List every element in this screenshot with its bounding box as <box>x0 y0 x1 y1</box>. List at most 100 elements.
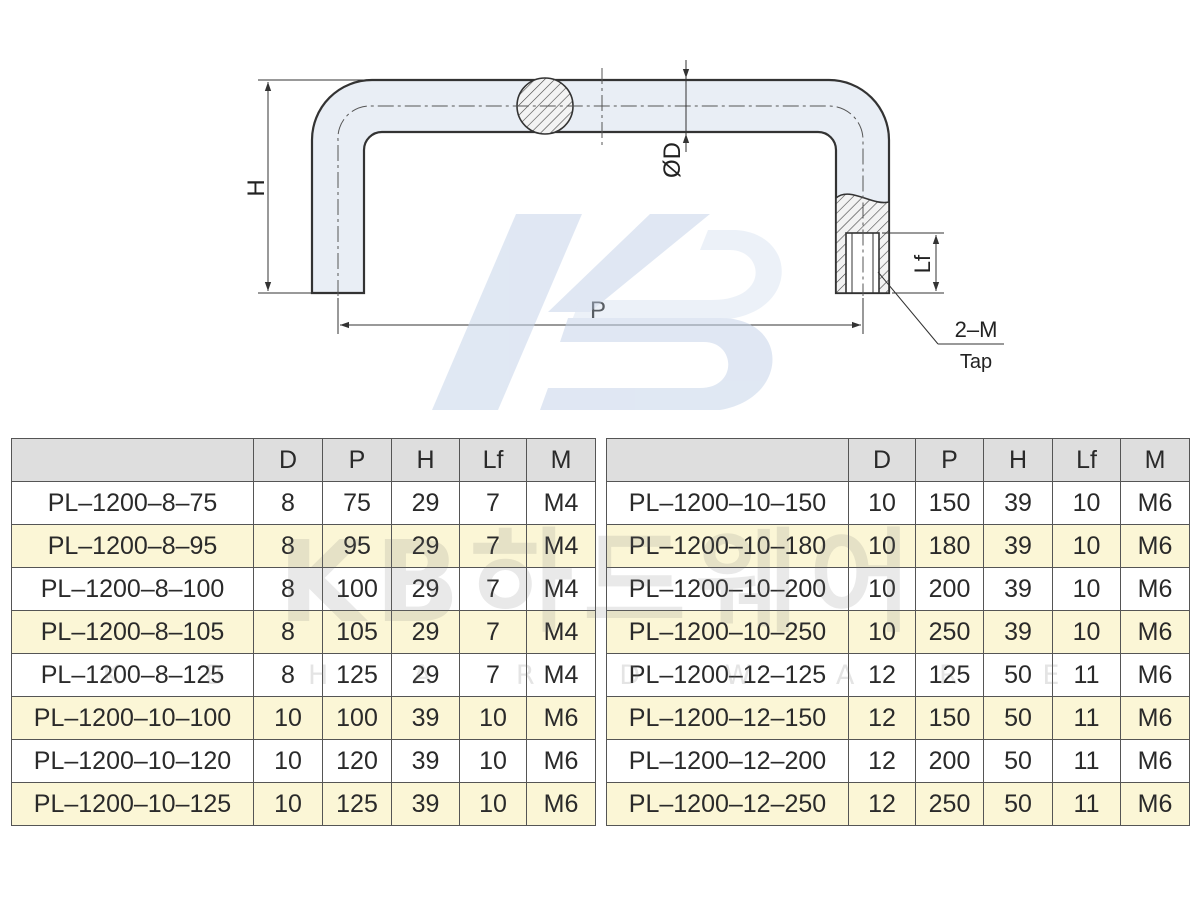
cell-d: 10 <box>848 567 916 611</box>
cell-p: 120 <box>322 739 392 783</box>
cell-m: M6 <box>526 696 596 740</box>
header-h: H <box>391 438 460 482</box>
cell-m: M6 <box>1120 567 1190 611</box>
cell-h: 50 <box>983 653 1053 697</box>
cell-lf: 11 <box>1052 696 1121 740</box>
cell-d: 8 <box>253 567 323 611</box>
dimension-h <box>258 79 372 294</box>
cell-d: 12 <box>848 739 916 783</box>
cell-m: M6 <box>1120 610 1190 654</box>
cell-m: M4 <box>526 481 596 525</box>
cell-model: PL–1200–8–75 <box>11 481 254 525</box>
cell-p: 125 <box>915 653 984 697</box>
cell-h: 50 <box>983 696 1053 740</box>
cell-m: M6 <box>526 782 596 826</box>
label-tap: Tap <box>960 351 992 373</box>
cell-m: M6 <box>1120 696 1190 740</box>
cell-d: 10 <box>848 481 916 525</box>
header-lf: Lf <box>1052 438 1121 482</box>
cell-h: 39 <box>983 567 1053 611</box>
cell-model: PL–1200–8–105 <box>11 610 254 654</box>
cell-p: 250 <box>915 610 984 654</box>
cell-d: 8 <box>253 610 323 654</box>
cell-h: 39 <box>983 481 1053 525</box>
cell-d: 8 <box>253 524 323 568</box>
cell-lf: 7 <box>459 610 527 654</box>
cell-lf: 10 <box>1052 610 1121 654</box>
cell-p: 250 <box>915 782 984 826</box>
cell-p: 75 <box>322 481 392 525</box>
cell-m: M6 <box>526 739 596 783</box>
handle-drawing: H ØD P Lf 2–M Tap <box>243 60 1004 373</box>
cell-lf: 10 <box>459 739 527 783</box>
cell-model: PL–1200–10–180 <box>606 524 849 568</box>
cell-h: 39 <box>983 610 1053 654</box>
cell-h: 39 <box>391 739 460 783</box>
cell-h: 29 <box>391 653 460 697</box>
cell-m: M6 <box>1120 653 1190 697</box>
cell-p: 150 <box>915 696 984 740</box>
cell-h: 39 <box>983 524 1053 568</box>
cell-d: 12 <box>848 653 916 697</box>
cell-d: 10 <box>848 524 916 568</box>
cell-m: M6 <box>1120 739 1190 783</box>
cell-m: M6 <box>1120 481 1190 525</box>
header-m: M <box>1120 438 1190 482</box>
cell-lf: 10 <box>459 782 527 826</box>
cell-h: 39 <box>391 782 460 826</box>
cell-p: 100 <box>322 567 392 611</box>
cell-p: 200 <box>915 567 984 611</box>
header-d: D <box>253 438 323 482</box>
cell-h: 29 <box>391 481 460 525</box>
cell-d: 10 <box>253 696 323 740</box>
header-m: M <box>526 438 596 482</box>
label-p: P <box>590 297 606 324</box>
header-h: H <box>983 438 1053 482</box>
header-p: P <box>322 438 392 482</box>
header-d: D <box>848 438 916 482</box>
cell-model: PL–1200–10–200 <box>606 567 849 611</box>
cell-lf: 11 <box>1052 782 1121 826</box>
cell-lf: 7 <box>459 653 527 697</box>
cell-m: M6 <box>1120 524 1190 568</box>
cell-p: 125 <box>322 653 392 697</box>
cell-lf: 7 <box>459 524 527 568</box>
header-p: P <box>915 438 984 482</box>
cell-d: 12 <box>848 782 916 826</box>
cell-p: 95 <box>322 524 392 568</box>
tap-leader <box>877 271 1004 345</box>
cell-lf: 10 <box>1052 524 1121 568</box>
cell-h: 39 <box>391 696 460 740</box>
cell-p: 100 <box>322 696 392 740</box>
header-lf: Lf <box>459 438 527 482</box>
cell-lf: 10 <box>1052 481 1121 525</box>
cell-model: PL–1200–8–95 <box>11 524 254 568</box>
cell-d: 10 <box>848 610 916 654</box>
cell-d: 10 <box>253 739 323 783</box>
cell-d: 8 <box>253 481 323 525</box>
cell-p: 150 <box>915 481 984 525</box>
cell-model: PL–1200–12–250 <box>606 782 849 826</box>
cell-p: 200 <box>915 739 984 783</box>
cell-h: 50 <box>983 739 1053 783</box>
cell-lf: 7 <box>459 481 527 525</box>
cell-d: 8 <box>253 653 323 697</box>
cell-d: 10 <box>253 782 323 826</box>
cell-m: M4 <box>526 610 596 654</box>
cell-model: PL–1200–10–250 <box>606 610 849 654</box>
cell-model: PL–1200–12–125 <box>606 653 849 697</box>
cell-h: 50 <box>983 782 1053 826</box>
